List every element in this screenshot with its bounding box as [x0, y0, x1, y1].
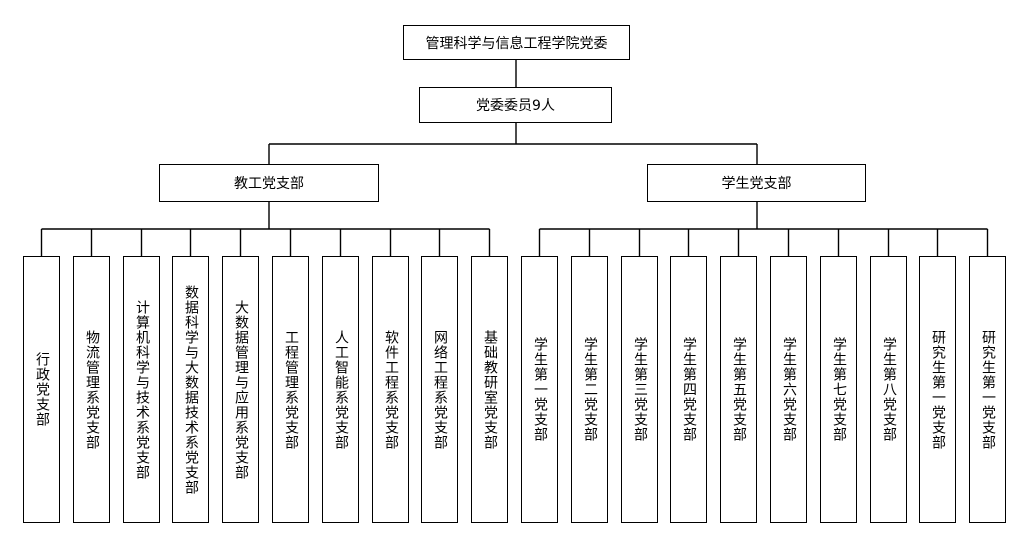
leaf-node: 人工智能系党支部 — [322, 256, 359, 523]
leaf-node: 软件工程系党支部 — [372, 256, 409, 523]
leaf-label: 学生第一党支部 — [532, 337, 548, 442]
leaf-label: 学生第七党支部 — [831, 337, 847, 442]
leaf-label: 研究生第一党支部 — [930, 329, 946, 450]
leaf-label: 大数据管理与应用系党支部 — [233, 299, 249, 480]
leaf-label: 学生第二党支部 — [582, 337, 598, 442]
branch-student-node: 学生党支部 — [647, 164, 866, 202]
leaf-node: 学生第五党支部 — [720, 256, 757, 523]
leaf-label: 数据科学与大数据技术系党支部 — [183, 284, 199, 495]
leaf-node: 学生第二党支部 — [571, 256, 608, 523]
leaf-label: 学生第八党支部 — [881, 337, 897, 442]
leaf-node: 数据科学与大数据技术系党支部 — [172, 256, 209, 523]
branch-faculty-label: 教工党支部 — [234, 176, 304, 192]
leaf-label: 行政党支部 — [34, 352, 50, 427]
leaf-node: 学生第四党支部 — [670, 256, 707, 523]
leaf-label: 学生第五党支部 — [731, 337, 747, 442]
leaf-node: 计算机科学与技术系党支部 — [123, 256, 160, 523]
leaf-node: 网络工程系党支部 — [421, 256, 458, 523]
leaf-node: 工程管理系党支部 — [272, 256, 309, 523]
leaf-node: 研究生第一党支部 — [969, 256, 1006, 523]
leaf-label: 物流管理系党支部 — [84, 329, 100, 450]
leaf-node: 学生第六党支部 — [770, 256, 807, 523]
branch-student-label: 学生党支部 — [721, 176, 792, 192]
root-node: 管理科学与信息工程学院党委 — [403, 25, 630, 60]
leaf-node: 学生第七党支部 — [820, 256, 857, 523]
leaf-node: 基础教研室党支部 — [471, 256, 508, 523]
branch-faculty-node: 教工党支部 — [159, 164, 379, 202]
leaf-label: 计算机科学与技术系党支部 — [134, 299, 150, 480]
leaf-label: 研究生第一党支部 — [980, 329, 996, 450]
leaf-node: 行政党支部 — [23, 256, 60, 523]
root-label: 管理科学与信息工程学院党委 — [425, 35, 608, 52]
leaf-node: 物流管理系党支部 — [73, 256, 110, 523]
leaf-label: 学生第四党支部 — [681, 337, 697, 442]
leaf-label: 软件工程系党支部 — [383, 329, 399, 450]
leaf-label: 网络工程系党支部 — [432, 329, 448, 450]
leaf-label: 基础教研室党支部 — [482, 329, 498, 450]
leaf-node: 学生第一党支部 — [521, 256, 558, 523]
committee-node: 党委委员9人 — [419, 87, 612, 123]
leaf-label: 工程管理系党支部 — [283, 329, 299, 450]
leaf-label: 人工智能系党支部 — [333, 329, 349, 450]
committee-label: 党委委员9人 — [476, 98, 555, 114]
leaf-node: 大数据管理与应用系党支部 — [222, 256, 259, 523]
leaf-label: 学生第三党支部 — [632, 337, 648, 442]
leaf-node: 研究生第一党支部 — [919, 256, 956, 523]
leaf-label: 学生第六党支部 — [781, 337, 797, 442]
leaf-node: 学生第八党支部 — [870, 256, 907, 523]
leaf-node: 学生第三党支部 — [621, 256, 658, 523]
